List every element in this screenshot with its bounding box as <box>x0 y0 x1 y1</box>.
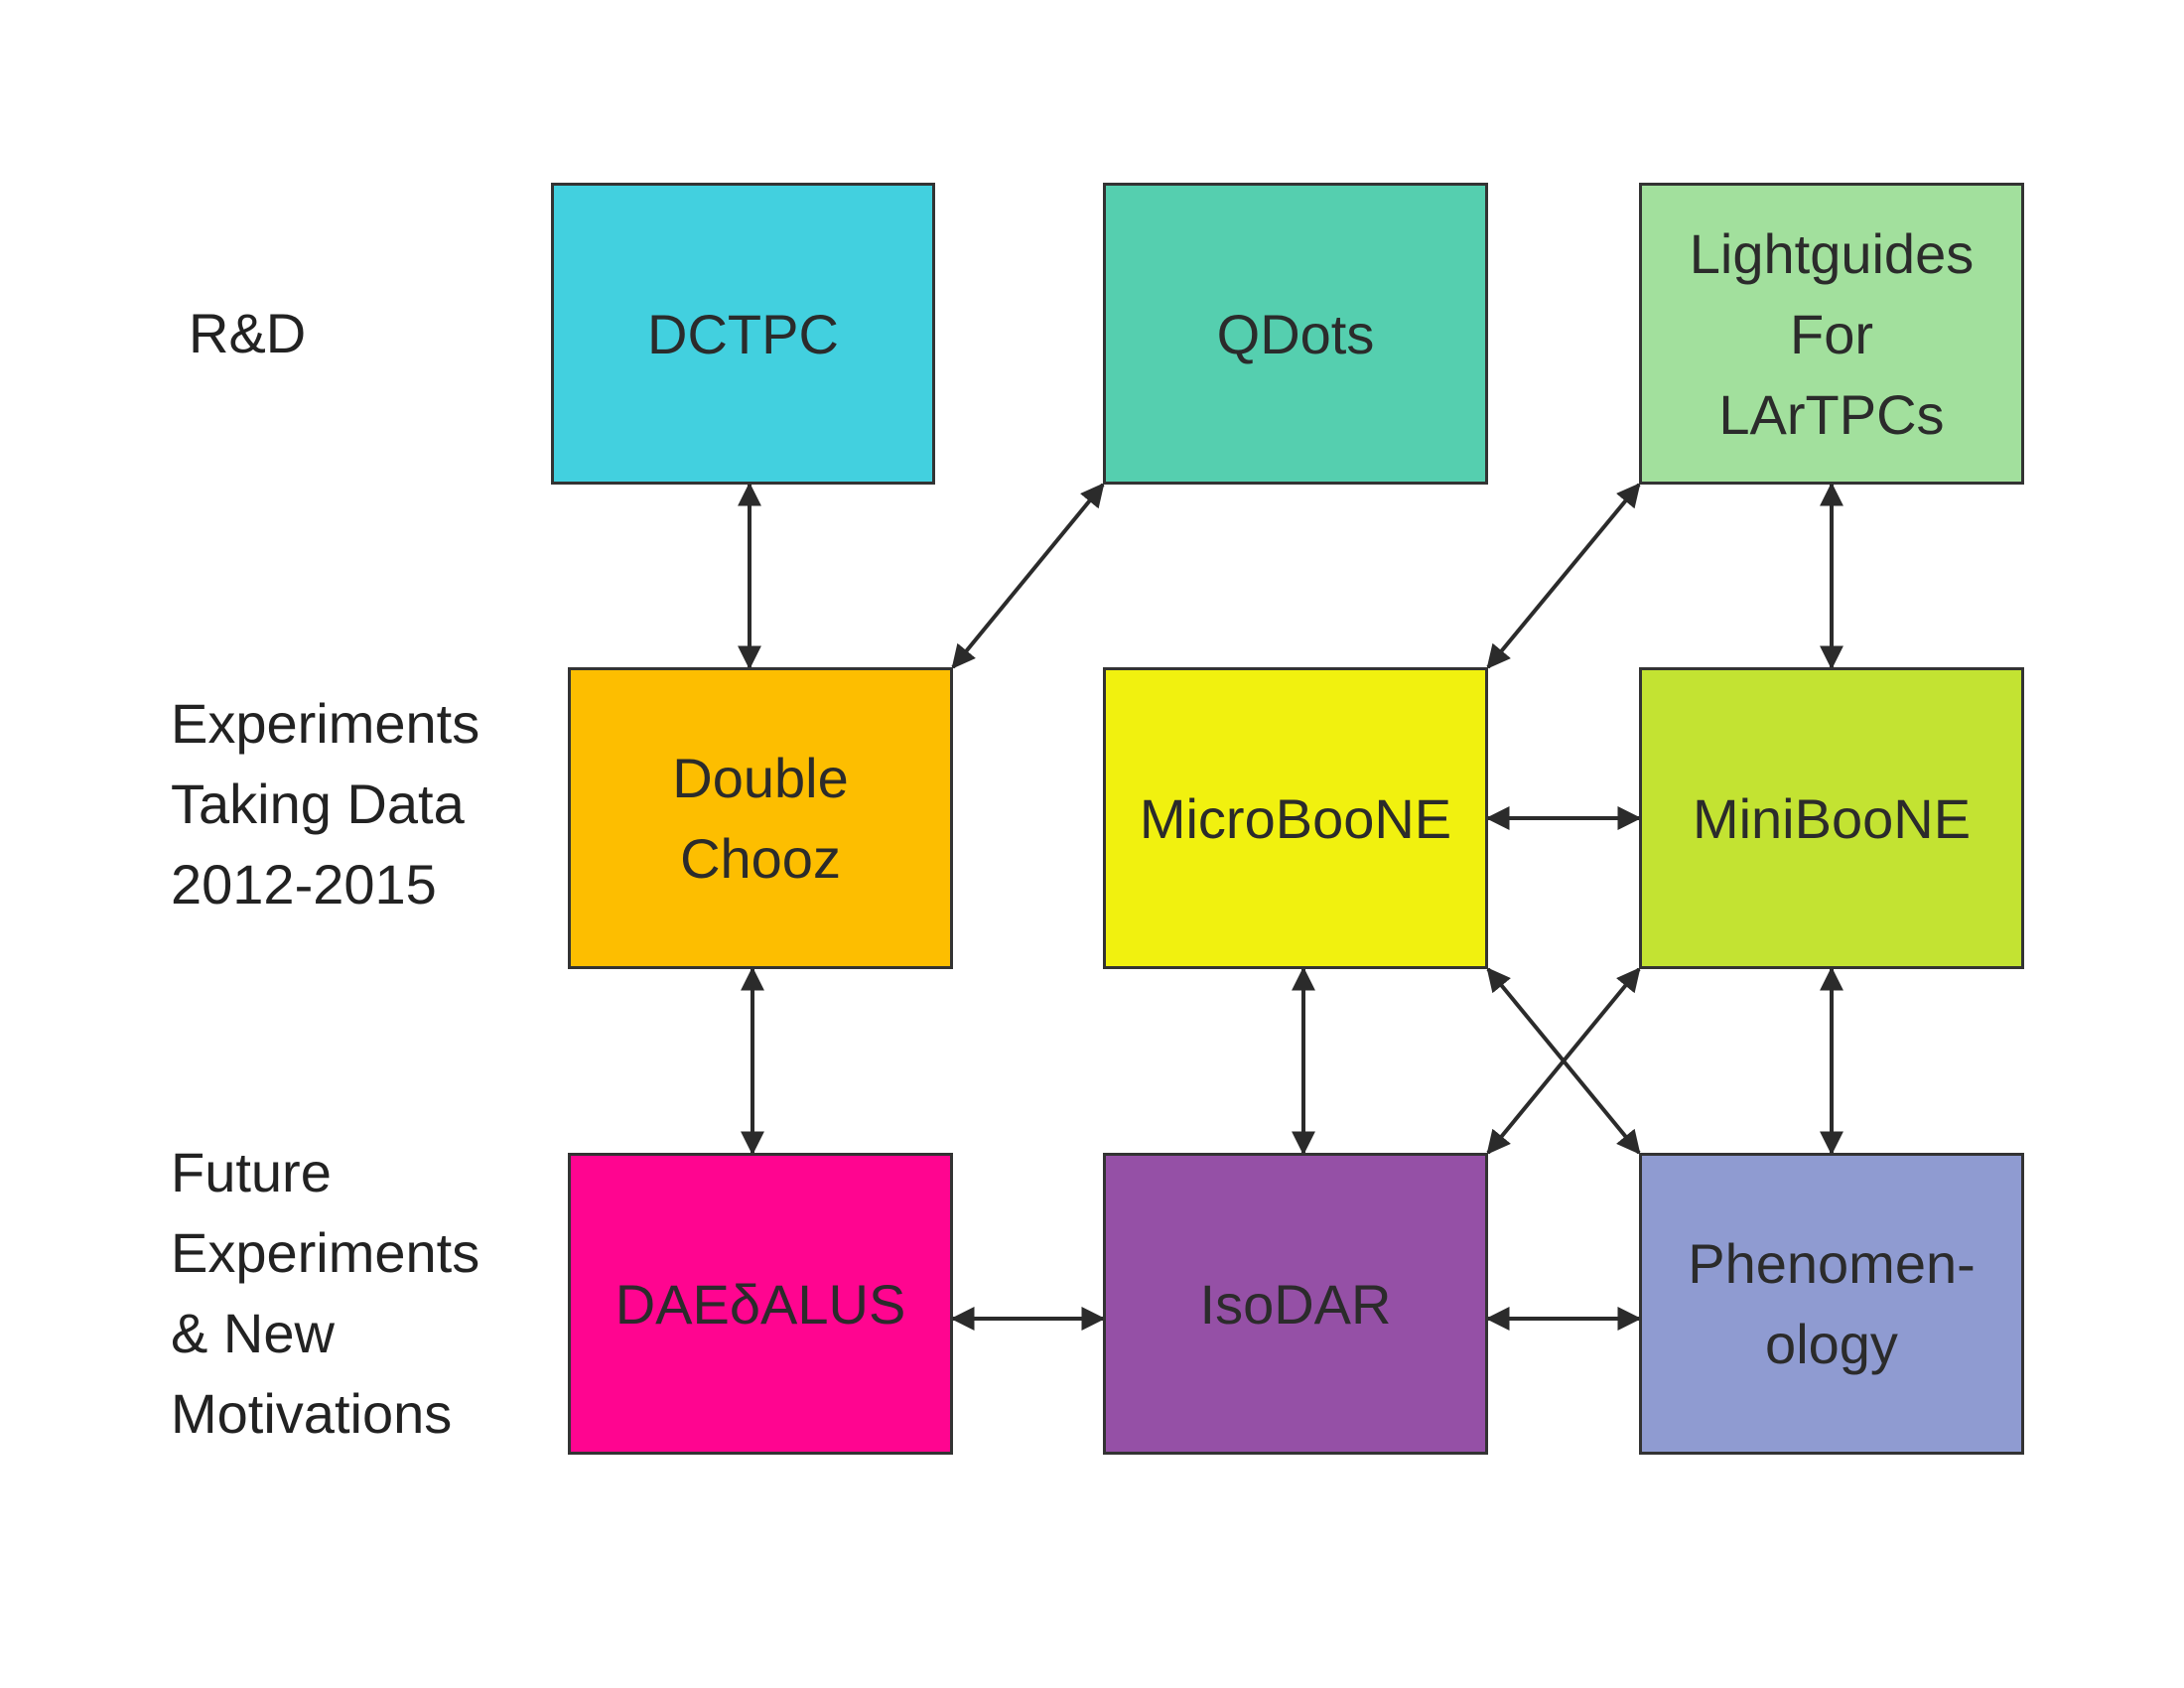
box-doublechooz: Double Chooz <box>568 667 953 969</box>
row-label-future: Future Experiments & New Motivations <box>171 1141 480 1445</box>
box-microboone: MicroBooNE <box>1103 667 1488 969</box>
box-label-daedalus: DAEδALUS <box>614 1272 906 1336</box>
row-label-experiments: Experiments Taking Data 2012-2015 <box>171 692 480 915</box>
row-label-rnd: R&D <box>189 302 307 364</box>
box-isodar: IsoDAR <box>1103 1153 1488 1455</box>
arrow-lightguides-microboone <box>1486 483 1641 669</box>
box-label-doublechooz: Double Chooz <box>672 747 849 890</box>
box-label-miniboone: MiniBooNE <box>1692 786 1972 850</box>
box-label-lightguides: Lightguides For LArTPCs <box>1689 221 1975 446</box>
box-phenomenology: Phenomen- ology <box>1639 1153 2024 1455</box>
box-label-qdots: QDots <box>1216 302 1375 365</box>
box-label-isodar: IsoDAR <box>1199 1272 1392 1336</box>
box-label-microboone: MicroBooNE <box>1139 786 1452 850</box>
box-daedalus: DAEδALUS <box>568 1153 953 1455</box>
arrow-qdots-doublechooz <box>951 483 1105 669</box>
arrow-microboone-phenomenology <box>1486 967 1641 1155</box>
box-dctpc: DCTPC <box>551 183 935 485</box>
box-label-phenomenology: Phenomen- ology <box>1688 1232 1976 1375</box>
box-qdots: QDots <box>1103 183 1488 485</box>
box-label-dctpc: DCTPC <box>647 302 839 365</box>
box-lightguides: Lightguides For LArTPCs <box>1639 183 2024 485</box>
box-miniboone: MiniBooNE <box>1639 667 2024 969</box>
